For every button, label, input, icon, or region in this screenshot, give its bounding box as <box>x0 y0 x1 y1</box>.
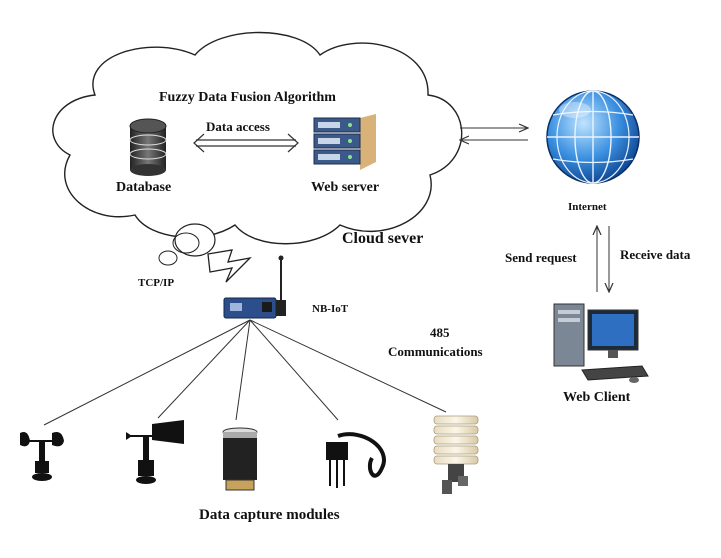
data-access-arrow <box>193 133 299 153</box>
cloud-shape <box>52 31 463 266</box>
comm-485-label: Communications <box>388 344 483 359</box>
request-response-arrows <box>597 226 609 292</box>
internet-label: Internet <box>568 201 607 213</box>
comm-485-number: 485 <box>430 325 450 340</box>
web-client-label: Web Client <box>563 390 631 405</box>
database-icon <box>129 118 167 176</box>
anemometer-icon <box>20 432 64 481</box>
algorithm-title: Fuzzy Data Fusion Algorithm <box>159 90 336 105</box>
computer-icon <box>553 303 649 383</box>
tcpip-label: TCP/IP <box>138 277 175 289</box>
database-label: Database <box>116 180 172 195</box>
data-capture-modules-label: Data capture modules <box>199 507 340 523</box>
web-server-label: Web server <box>311 180 380 195</box>
lightning-icon <box>207 249 252 283</box>
sensor-links <box>43 319 447 426</box>
nbiot-label: NB-IoT <box>312 303 349 315</box>
globe-icon <box>546 90 640 184</box>
louver-shield-icon <box>433 415 479 494</box>
data-access-label: Data access <box>206 119 270 134</box>
soil-probe-icon <box>326 432 386 488</box>
rain-gauge-icon <box>222 427 258 491</box>
send-request-label: Send request <box>505 250 577 265</box>
nbiot-gateway-icon <box>223 255 286 319</box>
cloud-internet-arrows <box>460 128 528 140</box>
wind-vane-icon <box>126 420 184 484</box>
cloud-server-label: Cloud sever <box>342 230 424 247</box>
receive-data-label: Receive data <box>620 247 691 262</box>
web-server-icon <box>313 114 376 170</box>
